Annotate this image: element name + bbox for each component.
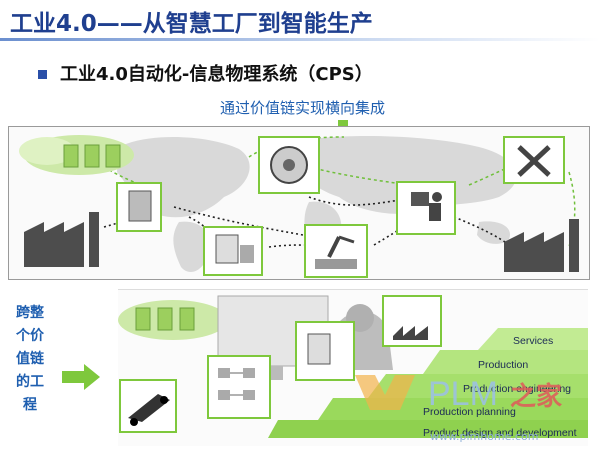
stair-label-production: Production <box>478 359 528 371</box>
horizontal-integration-label: 通过价值链实现横向集成 <box>220 99 386 117</box>
stair-label-services: Services <box>513 335 553 347</box>
vertical-integration-label: 跨整个价值链的工程 <box>16 305 44 413</box>
slide-subtitle: 工业4.0自动化-信息物理系统（CPS） <box>60 64 373 85</box>
stair-label-product-design: Product design and development <box>423 427 577 439</box>
node-computing-icon <box>116 182 162 232</box>
node-saw-icon <box>258 136 320 194</box>
watermark-brand: PLM <box>428 375 498 413</box>
value-chain-graphic: Services Production Production engineeri… <box>118 295 588 439</box>
title-underline <box>0 38 600 41</box>
bullet-square-icon <box>38 70 47 79</box>
server-cloud-icon <box>19 135 134 175</box>
node-tools-icon <box>503 136 565 184</box>
horizontal-integration-diagram <box>8 126 590 280</box>
world-map-network <box>19 135 579 278</box>
node-operator-icon <box>396 181 456 235</box>
machine-node-icon <box>295 321 355 381</box>
right-arrow-icon <box>62 364 100 390</box>
node-machine-icon <box>203 226 263 276</box>
server-cloud-icon <box>118 300 228 340</box>
value-chain-staircase <box>268 328 588 438</box>
flowchart-node-icon <box>207 355 271 419</box>
stair-label-production-engineering: Production engineering <box>463 383 571 395</box>
watermark-url: www.plmhome.com <box>430 430 539 443</box>
watermark-brand-cn: 之家 <box>510 381 562 412</box>
factory-left-icon <box>24 212 99 267</box>
stair-label-production-planning: Production planning <box>423 406 516 418</box>
node-robot-icon <box>304 224 368 278</box>
factory-node-icon <box>382 295 442 347</box>
slide-title: 工业4.0——从智慧工厂到智能生产 <box>10 11 373 37</box>
plm-watermark-logo: PLM 之家 <box>355 375 562 413</box>
factory-right-icon <box>504 219 579 272</box>
vertical-integration-diagram: Services Production Production engineeri… <box>118 289 588 446</box>
race-car-node-icon <box>119 379 177 433</box>
